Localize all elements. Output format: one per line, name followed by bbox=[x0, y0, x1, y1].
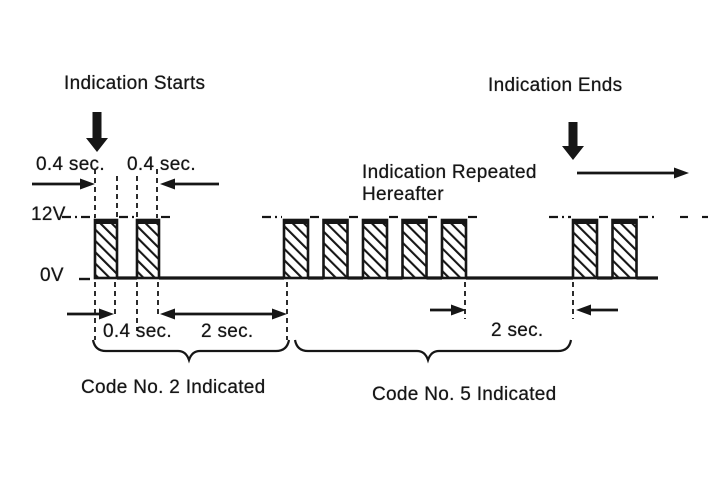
code2-caption: Code No. 2 Indicated bbox=[81, 377, 266, 398]
pulse bbox=[282, 218, 310, 280]
pulse bbox=[361, 218, 389, 280]
pulse bbox=[401, 218, 428, 280]
brace-code-2 bbox=[91, 339, 291, 364]
indication-ends-label: Indication Ends bbox=[488, 75, 623, 96]
dim-arrow-gap-right-b bbox=[576, 304, 618, 316]
pulse bbox=[611, 218, 638, 280]
indication-repeated-line2: Hereafter bbox=[362, 184, 444, 205]
guides-layer bbox=[62, 169, 708, 340]
dim-arrow-gap-right-a bbox=[430, 304, 466, 316]
indication-starts-arrow-icon bbox=[86, 112, 108, 152]
indication-ends-arrow-icon bbox=[562, 122, 584, 160]
dim-arrow-pulse2-right bbox=[160, 178, 219, 190]
pulse bbox=[135, 218, 161, 280]
pulse-off-label: 0.4 sec. bbox=[103, 321, 172, 342]
braces-layer bbox=[91, 339, 573, 364]
arrows-layer bbox=[32, 112, 689, 320]
code5-caption: Code No. 5 Indicated bbox=[372, 384, 557, 405]
voltage-high-label: 12V bbox=[31, 204, 66, 225]
pulse bbox=[440, 218, 468, 280]
pulse-on-label-2: 0.4 sec. bbox=[127, 154, 196, 175]
indication-repeated-line1: Indication Repeated bbox=[362, 162, 537, 183]
indication-repeated-label: Indication Repeated Hereafter bbox=[362, 162, 537, 206]
dim-arrow-off-time bbox=[67, 308, 114, 320]
waveform-layer bbox=[93, 218, 658, 280]
pulse bbox=[571, 218, 599, 280]
dim-arrow-gap-left bbox=[160, 308, 287, 320]
gap-right-label: 2 sec. bbox=[491, 320, 544, 341]
indication-starts-label: Indication Starts bbox=[64, 73, 206, 94]
pulse-on-label-1: 0.4 sec. bbox=[36, 154, 105, 175]
dim-arrow-pulse1-left bbox=[32, 178, 95, 190]
repeat-arrow-icon bbox=[577, 167, 689, 179]
brace-code-5 bbox=[293, 339, 573, 364]
gap-left-label: 2 sec. bbox=[201, 321, 254, 342]
pulse bbox=[93, 218, 119, 280]
pulse bbox=[322, 218, 349, 280]
voltage-low-label: 0V bbox=[40, 265, 64, 286]
